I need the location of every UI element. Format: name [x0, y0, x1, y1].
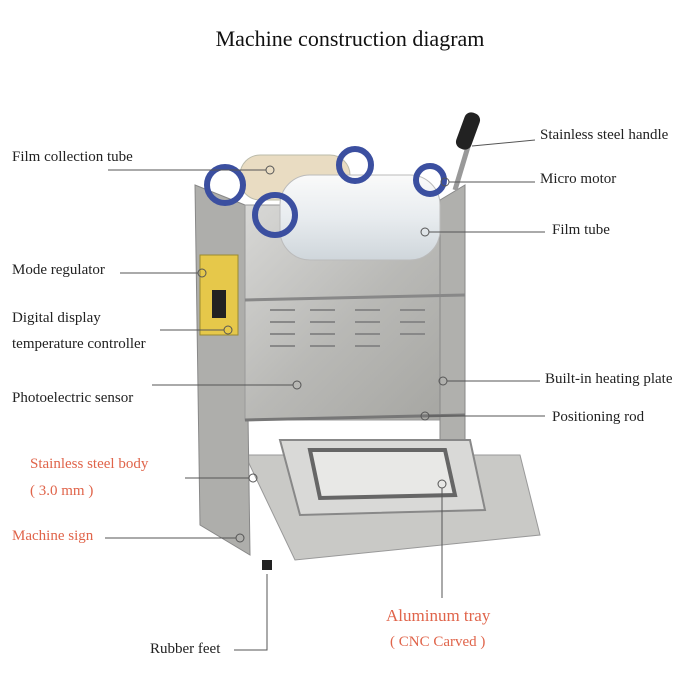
- label-temperature-controller: temperature controller: [12, 336, 146, 352]
- label-stainless-steel-handle: Stainless steel handle: [540, 127, 669, 143]
- label-body-thickness: ( 3.0 mm ): [30, 483, 94, 499]
- label-heating-plate: Built-in heating plate: [545, 371, 673, 387]
- handle-grip: [455, 112, 481, 150]
- positioning-rod: [244, 413, 466, 422]
- label-positioning-rod: Positioning rod: [552, 409, 645, 425]
- label-cnc-carved: ( CNC Carved ): [390, 634, 486, 650]
- label-digital-display: Digital display: [12, 310, 101, 326]
- label-rubber-feet: Rubber feet: [150, 641, 221, 657]
- label-mode-regulator: Mode regulator: [12, 262, 105, 278]
- film-roll: [279, 174, 441, 261]
- diagram-title: Machine construction diagram: [215, 26, 485, 51]
- left-side-panel: [194, 184, 251, 556]
- label-micro-motor: Micro motor: [540, 171, 617, 187]
- rubber-foot: [262, 560, 272, 570]
- label-film-collection-tube: Film collection tube: [12, 149, 133, 165]
- label-photoelectric-sensor: Photoelectric sensor: [12, 390, 134, 406]
- label-aluminum-tray: Aluminum tray: [386, 606, 491, 625]
- digital-display: [212, 290, 226, 318]
- label-film-tube: Film tube: [552, 222, 610, 238]
- label-machine-sign: Machine sign: [12, 528, 94, 544]
- label-stainless-steel-body: Stainless steel body: [30, 456, 149, 472]
